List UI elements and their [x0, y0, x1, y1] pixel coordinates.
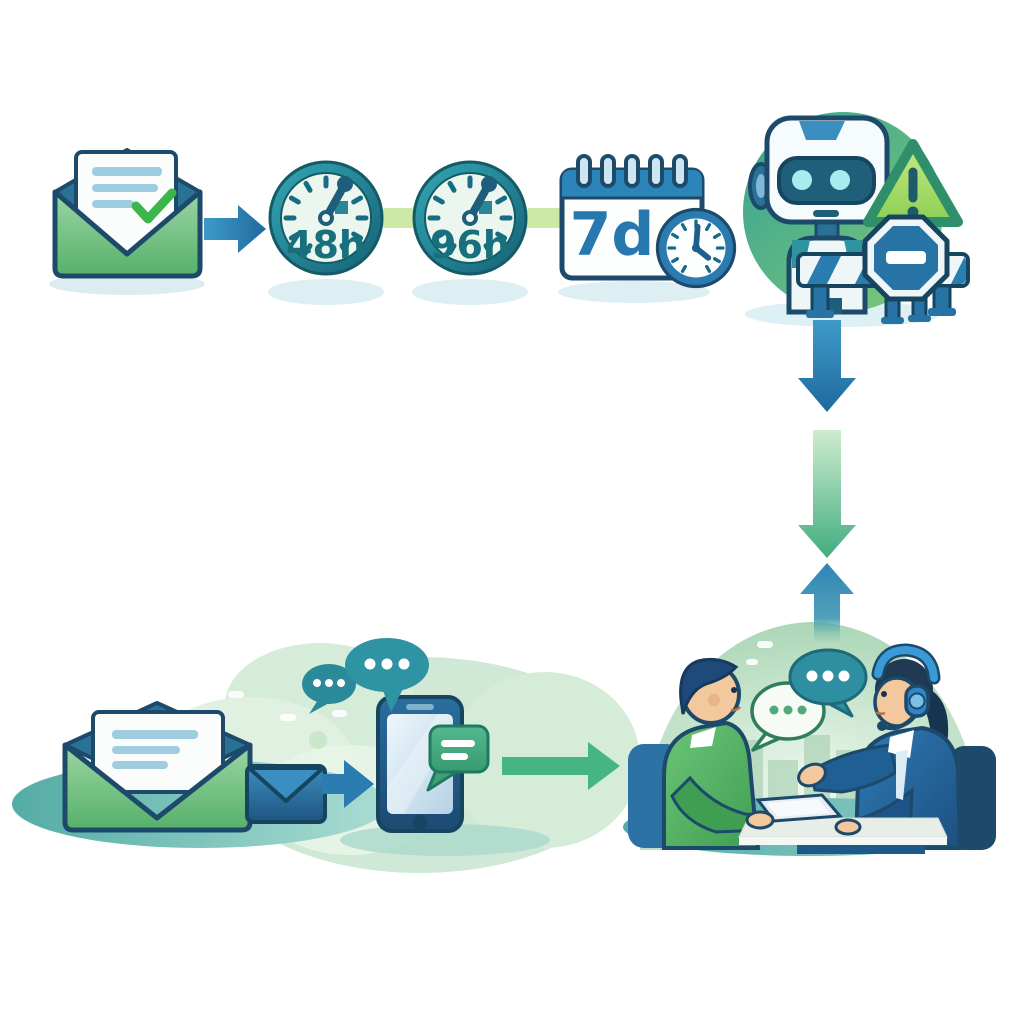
stopwatch-48h-icon: 48h — [270, 162, 382, 274]
conversation-scene — [623, 622, 996, 856]
shadow — [412, 279, 528, 305]
customer-hair — [679, 658, 739, 715]
chat-bubble-dots-icon — [302, 664, 356, 714]
top-flow: 48h 96h 7d — [49, 112, 970, 327]
robot-eye — [830, 170, 850, 190]
open-envelope-icon — [62, 701, 253, 833]
calendar-7d-label: 7d — [570, 200, 655, 270]
arrow-right-icon — [204, 205, 266, 253]
closed-envelope-icon — [245, 764, 327, 824]
support-agent-headset — [797, 643, 996, 850]
bottom-flow — [12, 622, 996, 873]
timer-96h-label: 96h — [430, 223, 510, 267]
bot-stop-group — [743, 112, 970, 324]
arrow-down-icon — [798, 430, 856, 558]
check-icon — [131, 188, 177, 224]
chat-message-icon — [426, 724, 490, 792]
arrow-up-icon — [800, 563, 854, 642]
escalation-arrows — [798, 320, 856, 642]
robot-eye — [792, 170, 812, 190]
timer-48h-label: 48h — [286, 223, 366, 267]
open-envelope-check-icon — [52, 148, 203, 279]
customer-hand — [745, 810, 775, 830]
customer-person — [628, 658, 767, 850]
arrow-right-icon — [322, 760, 374, 808]
headset-band — [874, 645, 938, 682]
robot-visor — [777, 156, 876, 205]
robot-mouth — [813, 210, 839, 217]
agent-chair — [950, 746, 996, 850]
agent-hand — [834, 818, 862, 836]
arrow-down-icon — [798, 320, 856, 412]
agent-hand — [797, 762, 827, 788]
connector-bar — [382, 208, 414, 228]
robot-forehead — [799, 121, 845, 140]
minus-bar — [886, 251, 926, 264]
connector-bar — [526, 208, 568, 228]
shadow — [268, 279, 384, 305]
shadow — [558, 281, 710, 303]
stop-sign-icon — [862, 214, 950, 324]
clock-icon — [655, 207, 737, 289]
calendar-rings — [576, 154, 688, 188]
chat-bubble-dots-icon — [788, 648, 868, 718]
phone-speaker — [406, 704, 434, 710]
stopwatch-96h-icon: 96h — [414, 162, 526, 274]
arrow-right-icon — [502, 742, 620, 790]
chat-bubble-dots-icon — [345, 638, 429, 712]
phone-home-button — [413, 815, 427, 829]
